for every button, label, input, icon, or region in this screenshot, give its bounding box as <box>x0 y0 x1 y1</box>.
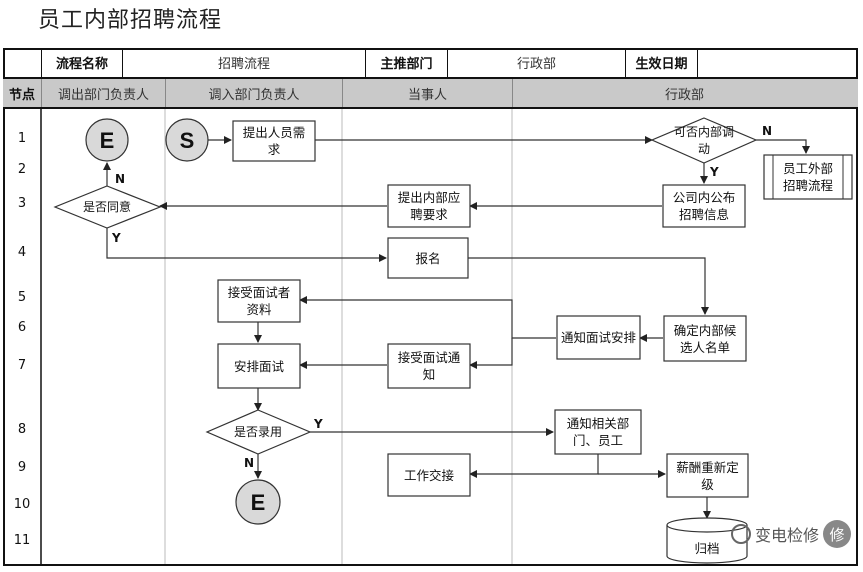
box-signup <box>387 237 469 279</box>
label-n-agree: N <box>115 172 126 186</box>
box-receive-notice <box>387 343 471 389</box>
label-n-external: N <box>762 124 773 138</box>
row-number: 10 <box>13 497 31 512</box>
flowchart-frame <box>3 48 858 566</box>
header-row: 流程名称 招聘流程 主推部门 行政部 生效日期 <box>3 48 858 79</box>
box-notify-dept <box>554 409 642 455</box>
box-receive-info <box>217 279 301 323</box>
node-column-header: 节点 <box>8 87 35 103</box>
lane-admin: 行政部 <box>512 79 856 107</box>
connector <box>468 257 709 315</box>
connector <box>756 139 810 154</box>
diamond-agree <box>53 185 162 229</box>
box-propose <box>387 184 471 228</box>
watermark: 变电检修 修 <box>730 520 851 548</box>
dept-value: 行政部 <box>447 48 625 77</box>
dept-label: 主推部门 <box>365 48 447 77</box>
row-number: 3 <box>17 196 27 211</box>
row-number: 7 <box>17 358 27 373</box>
lane-transfer-out: 调出部门负责人 <box>41 79 165 107</box>
row-number: 4 <box>17 245 27 260</box>
row-number: 5 <box>17 290 27 305</box>
row-number: 11 <box>13 533 31 548</box>
row-number: 9 <box>17 460 27 475</box>
end-circle-bottom <box>235 479 281 525</box>
lane-header-row: 节点 调出部门负责人 调入部门负责人 当事人 行政部 <box>3 79 858 109</box>
page-title: 员工内部招聘流程 <box>38 8 223 33</box>
lane-transfer-in: 调入部门负责人 <box>165 79 342 107</box>
label-y-agree: Y <box>112 231 121 245</box>
date-value <box>697 48 856 77</box>
watermark-badge-icon: 修 <box>823 520 851 548</box>
row-number: 1 <box>17 131 27 146</box>
box-notify-interview <box>556 315 641 360</box>
lane-employee: 当事人 <box>342 79 512 107</box>
end-circle-top <box>85 118 129 162</box>
connector <box>299 296 556 339</box>
row-number: 6 <box>17 320 27 335</box>
box-handover <box>387 453 471 497</box>
connector <box>469 338 513 369</box>
box-arrange <box>217 343 301 389</box>
label-n-hired: N <box>244 456 255 470</box>
box-external <box>763 154 853 200</box>
flow-name-label: 流程名称 <box>41 48 122 77</box>
diamond-can-transfer <box>650 117 758 164</box>
row-number: 8 <box>17 422 27 437</box>
flow-name-value: 招聘流程 <box>122 48 365 77</box>
date-label: 生效日期 <box>625 48 697 77</box>
label-y-publish: Y <box>710 165 719 179</box>
archive-cylinder <box>666 517 748 564</box>
diamond-hired <box>205 409 312 455</box>
label-y-hired: Y <box>314 417 323 431</box>
start-circle <box>165 118 209 162</box>
row-number: 2 <box>17 162 27 177</box>
box-raise-need <box>232 120 316 162</box>
chat-bubble-icon <box>730 524 751 544</box>
box-salary <box>666 453 749 498</box>
watermark-text: 变电检修 <box>754 526 819 545</box>
box-publish <box>662 184 746 228</box>
box-confirm <box>663 315 747 362</box>
connector <box>106 228 387 262</box>
connector <box>469 454 599 478</box>
